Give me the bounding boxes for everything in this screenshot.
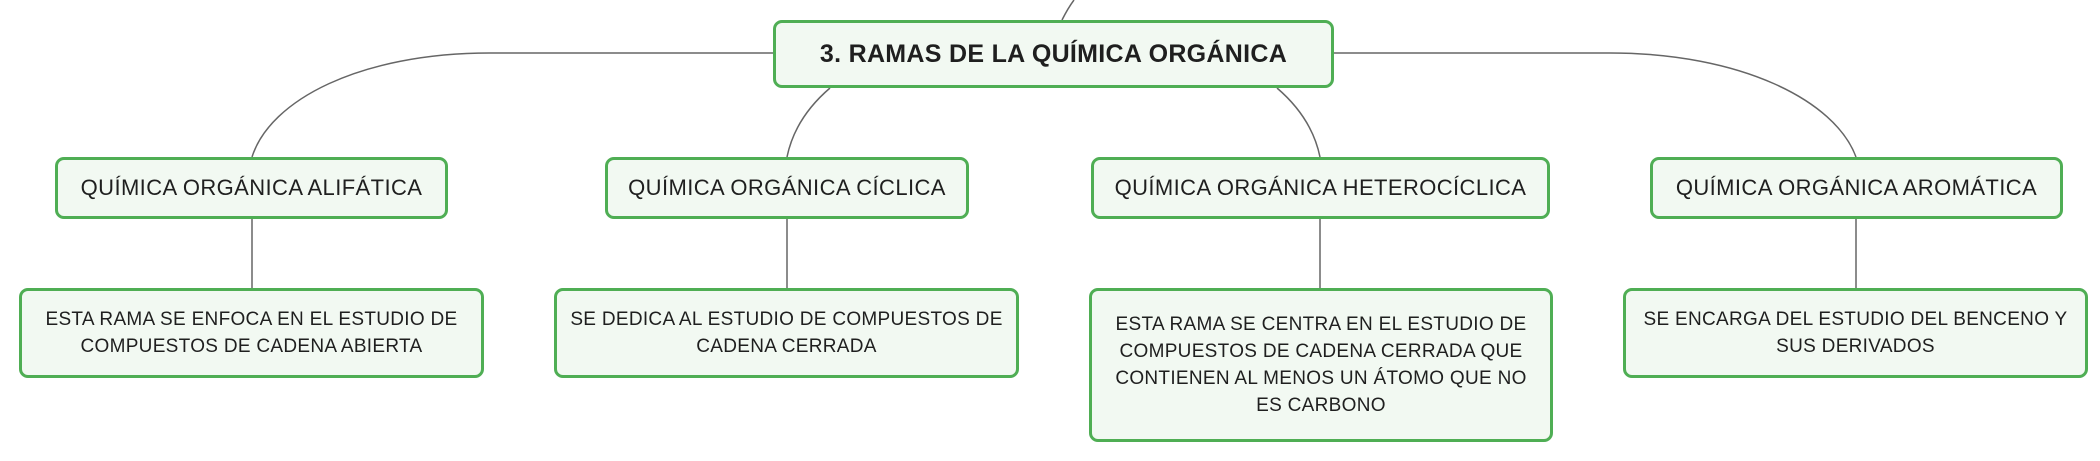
connector-root-to-branch-2 [786, 87, 831, 158]
branch-heterocyclic[interactable]: QUÍMICA ORGÁNICA HETEROCÍCLICA [1091, 157, 1550, 219]
branch-aliphatic-label: QUÍMICA ORGÁNICA ALIFÁTICA [80, 175, 423, 200]
leaf-aliphatic-description[interactable]: ESTA RAMA SE ENFOCA EN EL ESTUDIO DE COM… [19, 288, 484, 378]
branch-cyclic-label: QUÍMICA ORGÁNICA CÍCLICA [628, 175, 946, 200]
branch-aliphatic[interactable]: QUÍMICA ORGÁNICA ALIFÁTICA [55, 157, 448, 219]
leaf-aromatic-description[interactable]: SE ENCARGA DEL ESTUDIO DEL BENCENO Y SUS… [1623, 288, 2088, 378]
branch-heterocyclic-label: QUÍMICA ORGÁNICA HETEROCÍCLICA [1114, 175, 1527, 200]
root-topic[interactable]: 3. RAMAS DE LA QUÍMICA ORGÁNICA [773, 20, 1334, 88]
branch-aromatic[interactable]: QUÍMICA ORGÁNICA AROMÁTICA [1650, 157, 2063, 219]
leaf-cyclic-text: SE DEDICA AL ESTUDIO DE COMPUESTOS DE CA… [570, 309, 1003, 357]
connector-root-to-branch-1 [251, 52, 773, 158]
leaf-cyclic-description[interactable]: SE DEDICA AL ESTUDIO DE COMPUESTOS DE CA… [554, 288, 1019, 378]
leaf-aliphatic-text: ESTA RAMA SE ENFOCA EN EL ESTUDIO DE COM… [45, 309, 458, 357]
leaf-heterocyclic-description[interactable]: ESTA RAMA SE CENTRA EN EL ESTUDIO DE COM… [1089, 288, 1553, 442]
connector-root-to-branch-4 [1334, 52, 1857, 158]
connector-to-parent [1061, 0, 1075, 21]
leaf-heterocyclic-text: ESTA RAMA SE CENTRA EN EL ESTUDIO DE COM… [1115, 314, 1527, 416]
root-topic-title: 3. RAMAS DE LA QUÍMICA ORGÁNICA [819, 39, 1288, 68]
connector-root-to-branch-3 [1276, 87, 1321, 158]
leaf-aromatic-text: SE ENCARGA DEL ESTUDIO DEL BENCENO Y SUS… [1643, 309, 2068, 357]
branch-cyclic[interactable]: QUÍMICA ORGÁNICA CÍCLICA [605, 157, 969, 219]
branch-aromatic-label: QUÍMICA ORGÁNICA AROMÁTICA [1675, 175, 2038, 200]
